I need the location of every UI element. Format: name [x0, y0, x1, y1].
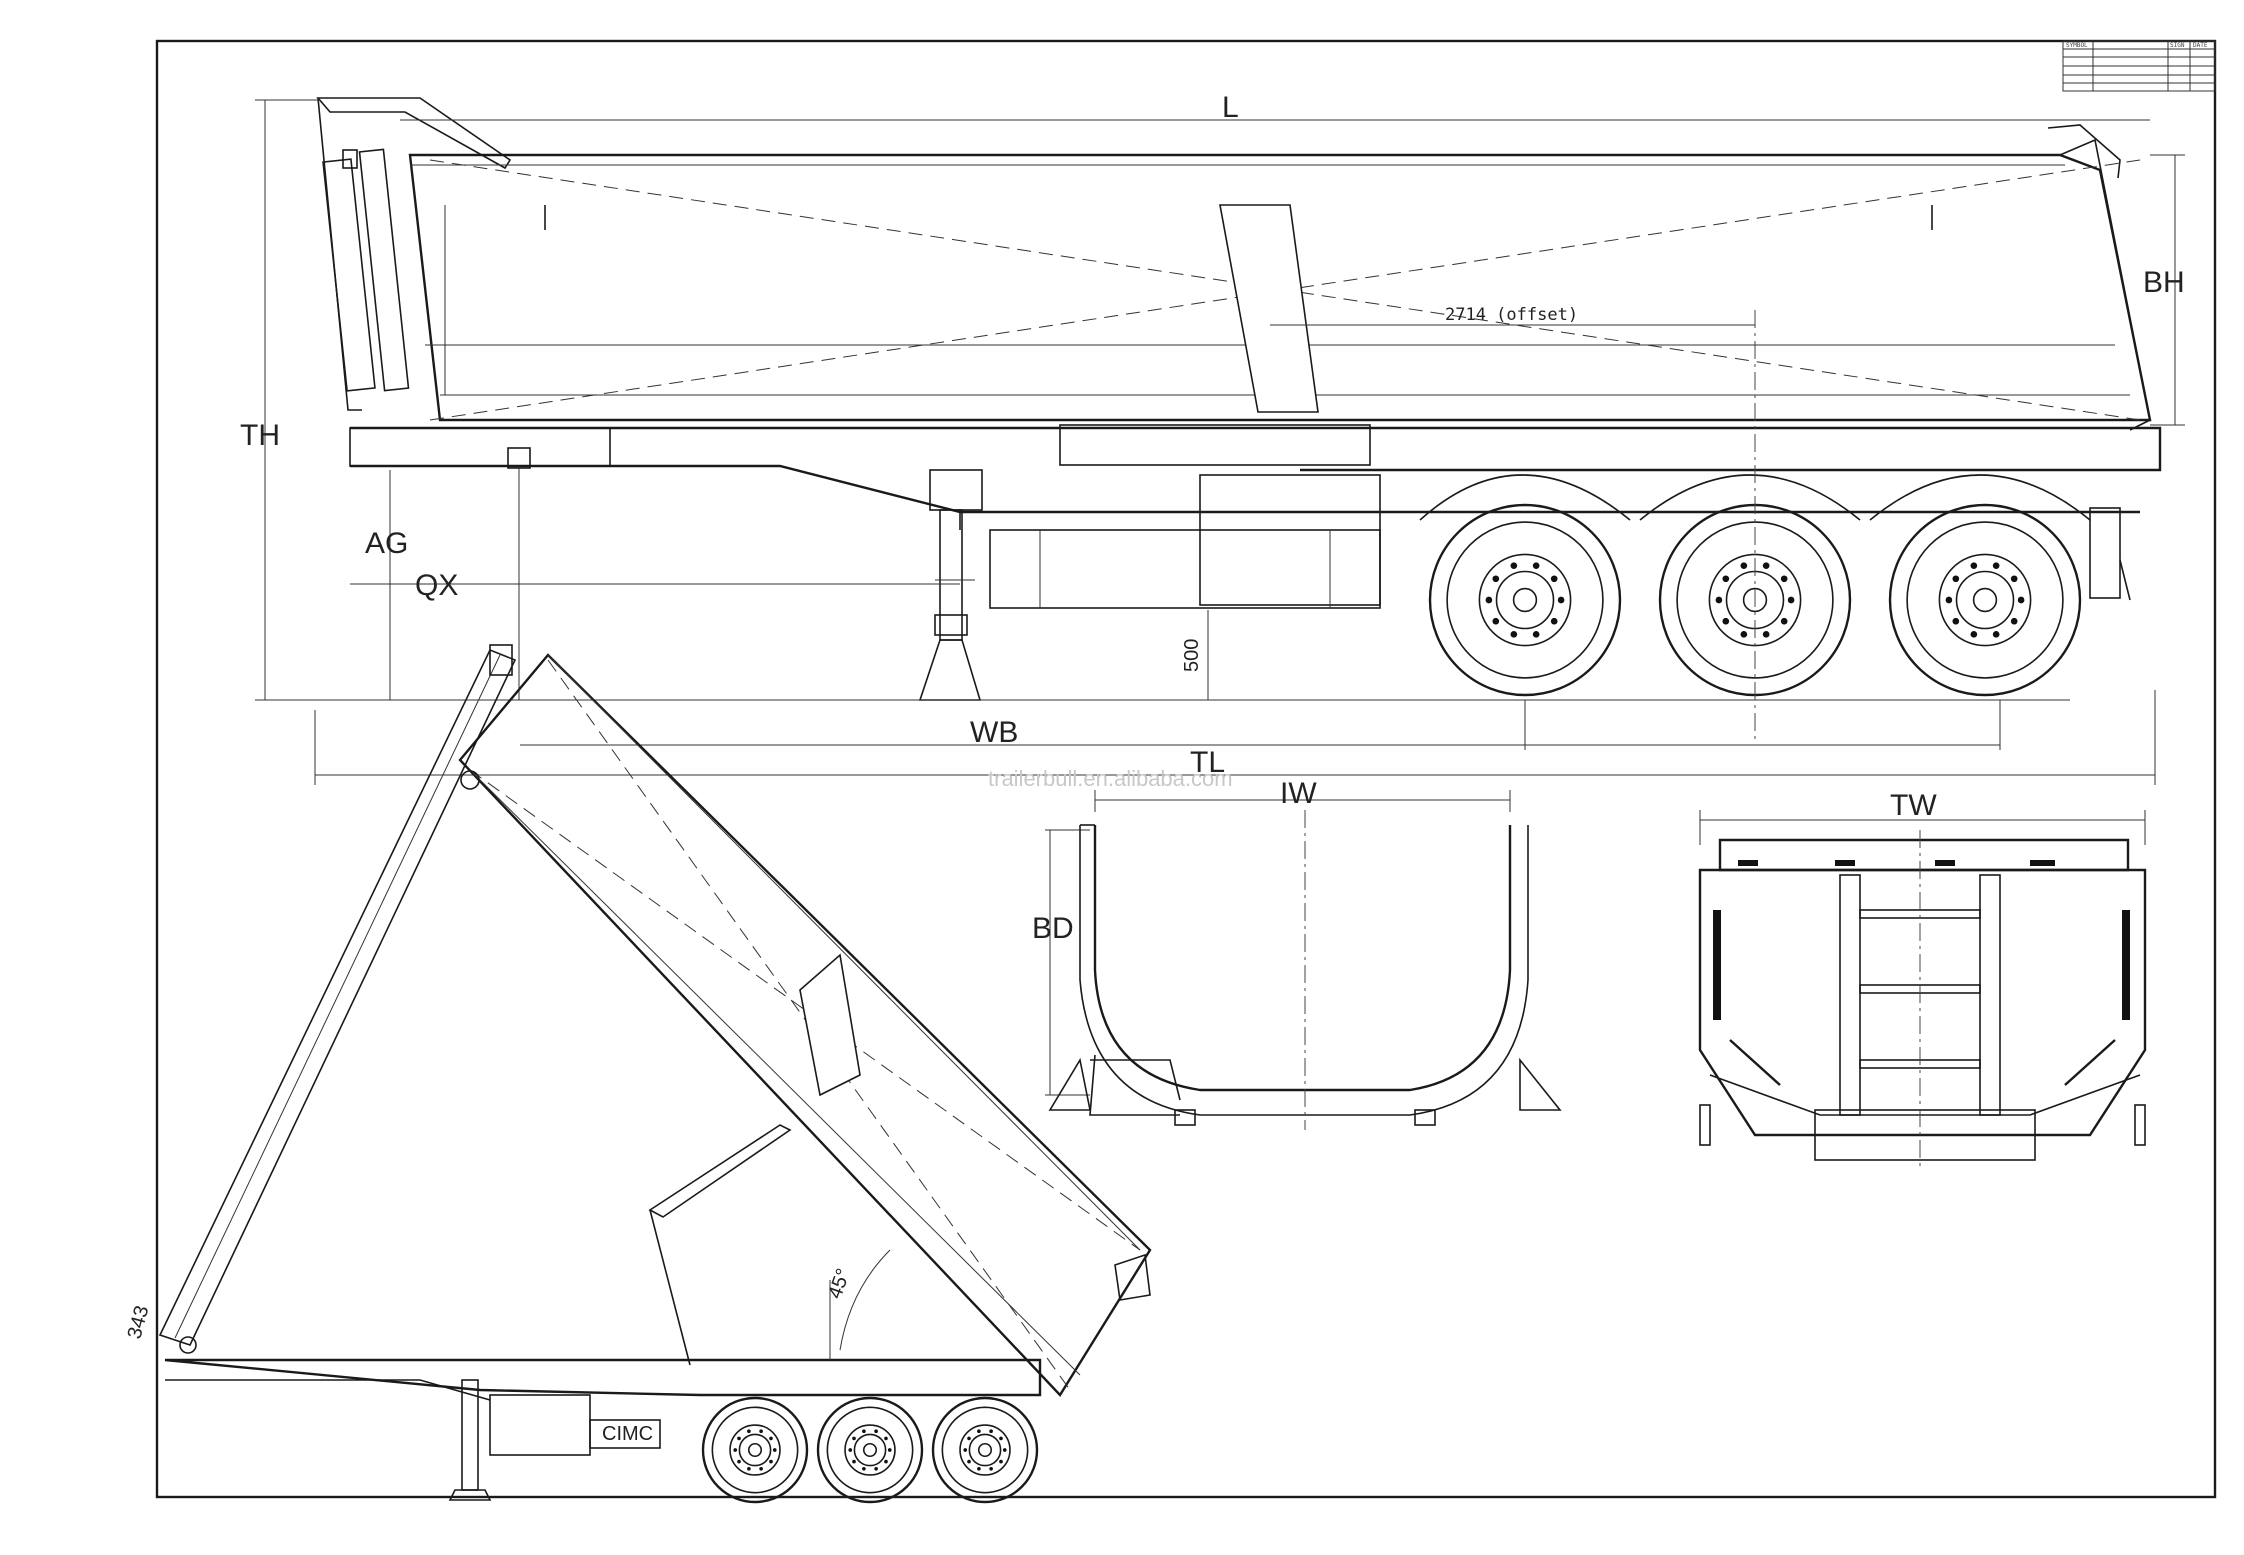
dim-qx-label: QX — [415, 569, 458, 602]
title-block: SYMBOL SIGN DATE — [2062, 40, 2216, 92]
dim-total-length-label: TL — [1190, 746, 1225, 779]
pin-dimension-label: 343 — [124, 1303, 154, 1341]
dim-landing-gear-label: 500 — [1181, 639, 1203, 672]
drawing-frame — [155, 39, 2217, 1499]
cimc-logo: CIMC — [602, 1423, 653, 1445]
landing-gear — [918, 469, 983, 701]
tipped-wheel-2 — [816, 1396, 924, 1504]
dim-ag-label: AG — [365, 527, 408, 560]
watermark: trailerbull.en.alibaba.com — [988, 766, 1233, 791]
dim-wheelbase-label: WB — [970, 716, 1018, 749]
dim-offset-label: 2714 (offset) — [1445, 305, 1578, 325]
side-view — [316, 97, 2162, 701]
dim-body-height-label: BH — [2143, 266, 2185, 299]
title-block-sign: SIGN — [2170, 42, 2185, 49]
tipped-wheel-1 — [701, 1396, 809, 1504]
tipped-view: CIMC 45° 343 — [124, 644, 1152, 1504]
side-wheels — [1428, 503, 2082, 697]
dim-length-label: L — [1222, 91, 1239, 124]
dim-total-height-label: TH — [240, 419, 280, 452]
dim-total-width-label: TW — [1890, 789, 1937, 822]
body-section-view — [1045, 790, 1562, 1130]
tip-angle-label: 45° — [824, 1266, 855, 1302]
side-wheel-3 — [1888, 503, 2082, 697]
tipped-wheels — [701, 1396, 1039, 1504]
rear-view — [1698, 810, 2147, 1170]
side-wheel-2 — [1658, 503, 1852, 697]
dim-body-depth-label: BD — [1032, 912, 1074, 945]
tipped-body — [458, 653, 1152, 1397]
dim-inner-width-label: IW — [1280, 777, 1317, 810]
title-block-symbol: SYMBOL — [2066, 42, 2088, 49]
title-block-date: DATE — [2193, 42, 2208, 49]
tipped-wheel-3 — [931, 1396, 1039, 1504]
side-wheel-1 — [1428, 503, 1622, 697]
side-dimensions — [255, 99, 2185, 785]
